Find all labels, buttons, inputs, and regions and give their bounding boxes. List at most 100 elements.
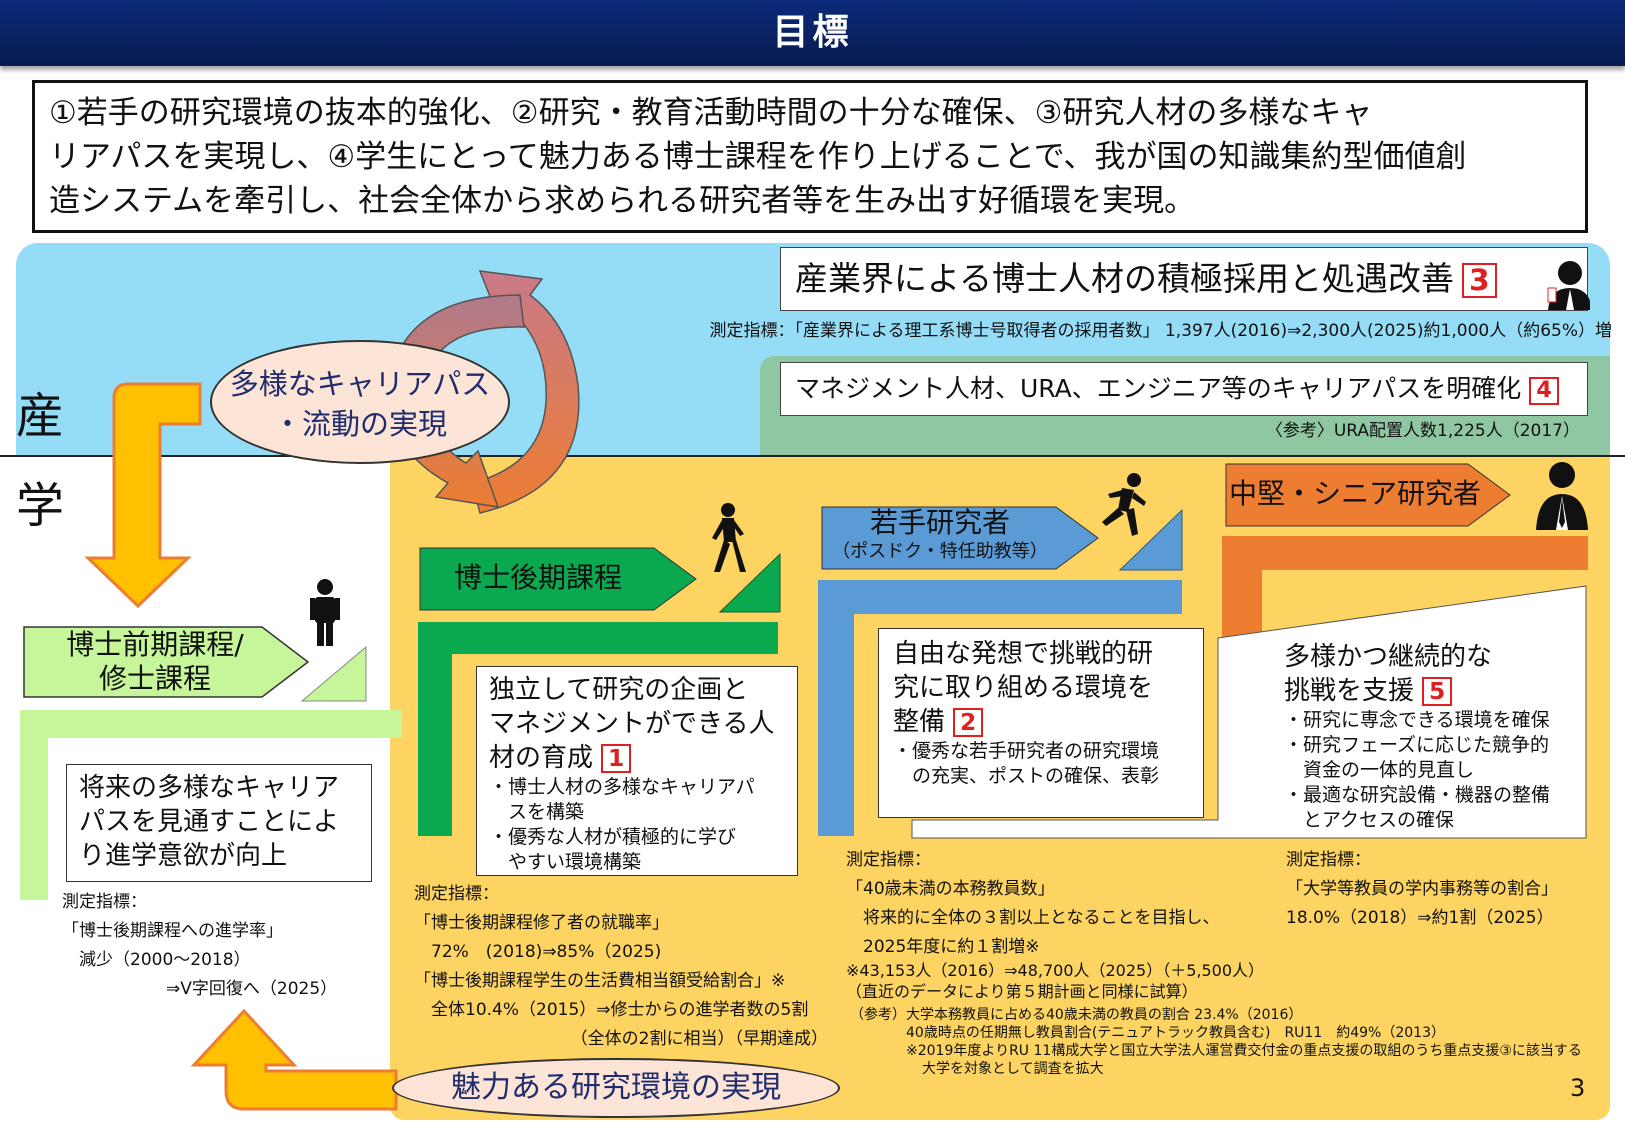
goal-statement: ①若手の研究環境の抜本的強化、②研究・教育活動時間の十分な確保、③研究人材の多様… <box>32 80 1588 233</box>
doctoral-label-arrow <box>419 547 697 611</box>
young-note-3: ※2019年度よりRU 11構成大学と国立大学法人運営費交付金の重点支援の取組の… <box>906 1043 1582 1059</box>
young-note-4: 大学を対象として調査を拡大 <box>922 1061 1104 1077</box>
young-bullet-1: ・優秀な若手研究者の研究環境 <box>893 740 1160 762</box>
masters-indicator-line-1: 測定指標： <box>62 892 147 912</box>
doctoral-box-title-2: マネジメントができる人 <box>489 709 775 739</box>
doctoral-bullet-1: ・博士人材の多様なキャリアパ <box>489 776 755 798</box>
young-indicator-line-3: 将来的に全体の３割以上となることを目指し、 <box>846 908 1220 928</box>
senior-label-arrow <box>1225 463 1511 527</box>
masters-indicator-line-3: 減少（2000～2018） <box>62 950 251 970</box>
young-note-2: 40歳時点の任期無し教員割合(テニュアトラック教員含む) RU11 約49%（2… <box>906 1025 1445 1041</box>
doctoral-step-side <box>418 654 452 836</box>
young-box-title-3-text: 整備 <box>893 707 946 737</box>
left-arrow <box>190 1008 398 1111</box>
senior-indicator-line-1: 測定指標： <box>1286 850 1371 870</box>
young-indicator: 測定指標： 「40歳未満の本務教員数」 将来的に全体の３割以上となることを目指し… <box>846 846 1266 962</box>
young-notes: （参考）大学本務教員に占める40歳未満の教員の割合 23.4%（2016） 40… <box>850 1006 1590 1078</box>
senior-box <box>911 585 1587 839</box>
doctoral-indicator-line-2: 「博士後期課程修了者の就職率」 <box>414 913 669 933</box>
career-ellipse-line-1: 多様なキャリアパス <box>229 367 491 401</box>
doctoral-box-title-1: 独立して研究の企画と <box>489 675 749 705</box>
masters-label-line-2: 修士課程 <box>98 662 211 695</box>
num-badge-4: 4 <box>1529 377 1559 405</box>
senior-bullet-3b: とアクセスの確保 <box>1284 809 1455 831</box>
running-person-icon <box>1102 473 1146 536</box>
header-bar <box>0 0 1625 66</box>
masters-label-arrow <box>23 626 310 698</box>
page-number: 3 <box>1570 1074 1586 1102</box>
goal-line-2: リアパスを実現し、④学生にとって魅力ある博士課程を作り上げることで、我が国の知識… <box>49 139 1467 175</box>
young-indicator-line-2: 「40歳未満の本務教員数」 <box>846 879 1055 899</box>
industry-label: 産 <box>16 388 65 444</box>
masters-label: 博士前期課程/ 修士課程 <box>40 628 270 696</box>
young-indicator-line-1: 測定指標： <box>846 850 931 870</box>
masters-box-line-1: 将来の多様なキャリア <box>79 773 340 803</box>
doctoral-box-title-3-text: 材の育成 <box>489 743 594 773</box>
masters-indicator-line-2: 「博士後期課程への進学率」 <box>62 921 283 941</box>
young-indicator-line-4: 2025年度に約１割増※ <box>846 937 1040 957</box>
senior-box-title-1: 多様かつ継続的な <box>1284 642 1493 672</box>
career-ellipse: 多様なキャリアパス ・流動の実現 <box>210 340 510 464</box>
senior-indicator: 測定指標： 「大学等教員の学内事務等の割合」 18.0%（2018）⇒約1割（2… <box>1286 846 1606 933</box>
career-path-text: マネジメント人材、URA、エンジニア等のキャリアパスを明確化 <box>795 374 1522 403</box>
masters-step-triangle <box>300 645 367 702</box>
num-badge-2: 2 <box>953 708 984 737</box>
young-box-title-2: 究に取り組める環境を <box>893 673 1154 703</box>
masters-label-line-1: 博士前期課程/ <box>66 628 244 661</box>
industry-recruitment-text: 産業界による博士人材の積極採用と処遇改善 <box>795 259 1455 298</box>
num-badge-1: 1 <box>601 744 632 773</box>
young-step-top <box>818 580 1182 614</box>
research-environment-ellipse: 魅力ある研究環境の実現 <box>392 1058 840 1118</box>
down-arrow <box>84 382 202 609</box>
young-label-arrow <box>821 506 1099 570</box>
masters-box: 将来の多様なキャリア パスを見通すことによ り進学意欲が向上 <box>66 764 372 882</box>
senior-bullet-1: ・研究に専念できる環境を確保 <box>1284 709 1550 731</box>
senior-bullet-2b: 資金の一体的見直し <box>1284 759 1475 781</box>
doctoral-bullet-2b: やすい環境構築 <box>489 851 642 873</box>
career-ellipse-line-2: ・流動の実現 <box>272 407 447 441</box>
goal-line-1: ①若手の研究環境の抜本的強化、②研究・教育活動時間の十分な確保、③研究人材の多様… <box>49 95 1373 131</box>
industry-indicator: 測定指標：「産業界による理工系博士号取得者の採用者数」 1,397人(2016)… <box>709 321 1612 341</box>
scientist-icon <box>1547 261 1590 310</box>
masters-indicator-line-4: ⇒V字回復へ（2025） <box>166 979 338 999</box>
young-indicator-detail: ※43,153人（2016）⇒48,700人（2025）（＋5,500人） （直… <box>846 960 1286 1002</box>
senior-indicator-line-2: 「大学等教員の学内事務等の割合」 <box>1286 879 1558 899</box>
masters-box-line-2: パスを見通すことによ <box>79 807 340 837</box>
business-person-icon <box>1536 462 1588 530</box>
ura-note: 〈参考〉URA配置人数1,225人（2017） <box>1265 421 1580 441</box>
doctoral-bullet-2: ・優秀な人材が積極的に学び <box>489 826 737 848</box>
young-box-title-1: 自由な発想で挑戦的研 <box>893 639 1154 669</box>
walking-person-icon <box>712 503 746 572</box>
doctoral-indicator-line-1: 測定指標： <box>414 884 499 904</box>
senior-indicator-line-3: 18.0%（2018）⇒約1割（2025） <box>1286 908 1554 928</box>
young-indicator-line-6: （直近のデータにより第５期計画と同様に試算） <box>846 982 1198 1001</box>
young-note-1: （参考）大学本務教員に占める40歳未満の教員の割合 23.4%（2016） <box>850 1007 1303 1023</box>
doctoral-step-top <box>418 622 778 654</box>
senior-bullet-2: ・研究フェーズに応じた競争的 <box>1284 734 1550 756</box>
masters-indicator: 測定指標： 「博士後期課程への進学率」 減少（2000～2018） ⇒V字回復へ… <box>62 888 382 1004</box>
doctoral-indicator: 測定指標： 「博士後期課程修了者の就職率」 72% (2018)⇒85%（202… <box>414 880 834 1054</box>
young-bullet-1b: の充実、ポストの確保、表彰 <box>893 765 1160 787</box>
num-badge-5: 5 <box>1422 677 1453 706</box>
doctoral-label: 博士後期課程 <box>453 561 622 594</box>
industry-academia-divider <box>0 455 1625 457</box>
goal-line-3: 造システムを牽引し、社会全体から求められる研究者等を生み出す好循環を実現。 <box>49 183 1196 219</box>
page-title: 目標 <box>772 12 853 53</box>
senior-step-top <box>1222 536 1588 570</box>
doctoral-indicator-line-3: 72% (2018)⇒85%（2025) <box>414 942 662 962</box>
young-step-side <box>818 614 854 836</box>
senior-box-title-2-text: 挑戦を支援 <box>1284 676 1415 706</box>
masters-step-side <box>20 738 48 900</box>
num-badge-3: 3 <box>1462 263 1497 299</box>
doctoral-indicator-line-4: 「博士後期課程学生の生活費相当額受給割合」※ <box>414 971 786 991</box>
doctoral-indicator-line-6: （全体の2割に相当）（早期達成） <box>570 1029 828 1049</box>
standing-person-icon <box>310 579 340 646</box>
doctoral-step-triangle <box>718 552 781 613</box>
